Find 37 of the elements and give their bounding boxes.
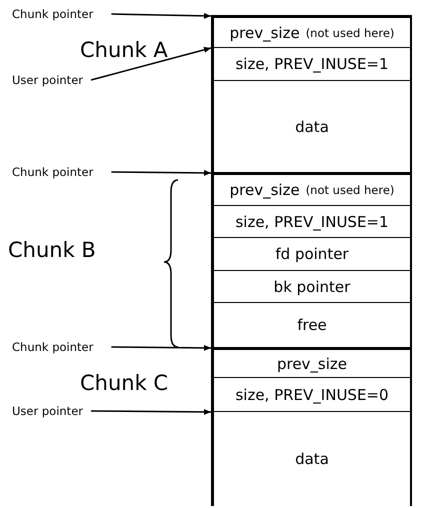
memory-field — [211, 302, 412, 347]
field-label: size, PREV_INUSE=1 — [235, 212, 389, 230]
field-label: data — [295, 450, 329, 468]
pointer-label: User pointer — [12, 404, 83, 418]
memory-field — [211, 172, 412, 205]
memory-field — [211, 80, 412, 172]
field-label: fd pointer — [275, 245, 349, 263]
memory-field — [211, 237, 412, 270]
field-note: (not used here) — [306, 183, 394, 197]
pointer-label: Chunk pointer — [12, 7, 94, 21]
memory-field — [211, 205, 412, 237]
field-label: prev_size — [230, 24, 300, 42]
memory-field — [211, 47, 412, 80]
arrow — [90, 46, 212, 81]
field-label: free — [297, 316, 327, 334]
memory-field — [211, 347, 412, 377]
field-label: size, PREV_INUSE=1 — [235, 55, 389, 73]
memory-field — [211, 377, 412, 411]
field-label: data — [295, 118, 329, 136]
memory-field — [211, 411, 412, 506]
field-label: prev_size — [230, 181, 300, 199]
arrow — [111, 344, 211, 351]
pointer-label: Chunk pointer — [12, 165, 94, 179]
field-label: bk pointer — [274, 278, 350, 296]
chunk-label: Chunk C — [80, 371, 168, 395]
memory-field — [211, 270, 412, 302]
arrow — [91, 408, 211, 415]
chunk-label: Chunk B — [8, 238, 96, 262]
pointer-label: User pointer — [12, 73, 83, 87]
arrow — [111, 170, 211, 176]
memory-field — [211, 15, 412, 47]
field-note: (not used here) — [306, 26, 394, 40]
pointer-label: Chunk pointer — [12, 340, 94, 354]
chunk-label: Chunk A — [80, 38, 168, 62]
field-label: prev_size — [276, 354, 348, 372]
field-label: size, PREV_INUSE=0 — [235, 386, 389, 404]
arrow — [111, 12, 212, 19]
